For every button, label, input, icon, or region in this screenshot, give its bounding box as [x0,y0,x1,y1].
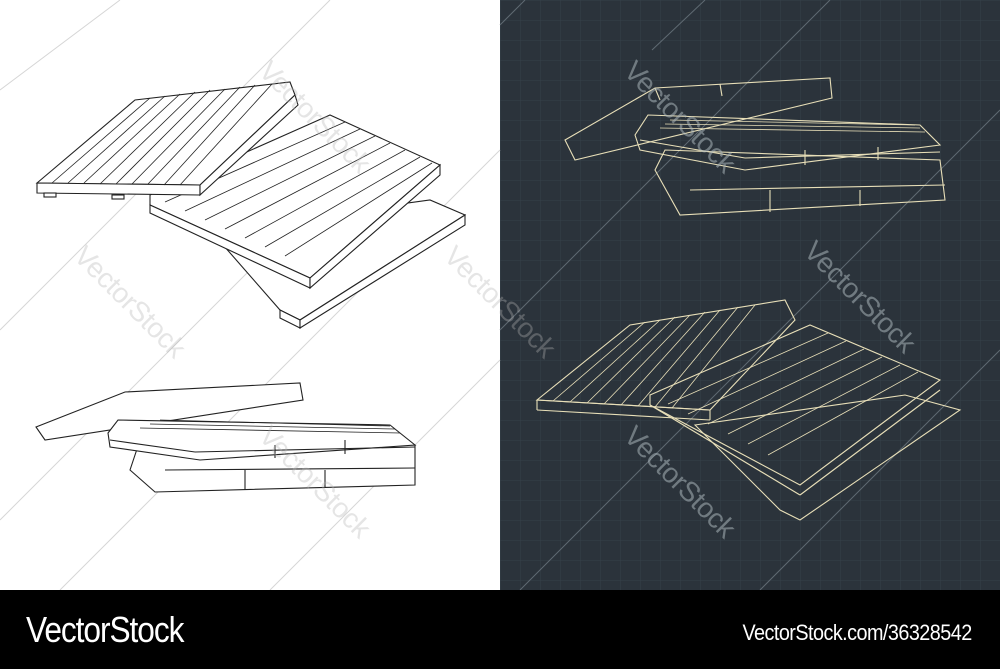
blueprint-grid [500,0,1000,590]
right-front-pallets [564,77,946,216]
pallet-drawings [0,0,1000,590]
artwork: VectorStock VectorStock VectorStock Vect… [0,0,1000,590]
watermark-footer: VectorStock VectorStock.com/36328542 [0,590,1000,669]
brand-logo: VectorStock [26,609,184,650]
image-url: VectorStock.com/36328542 [742,620,973,645]
right-fanned-pallets [535,299,962,521]
right-guide-lines [499,0,1000,590]
left-front-pallets [35,382,417,493]
left-fanned-pallets [35,81,467,329]
